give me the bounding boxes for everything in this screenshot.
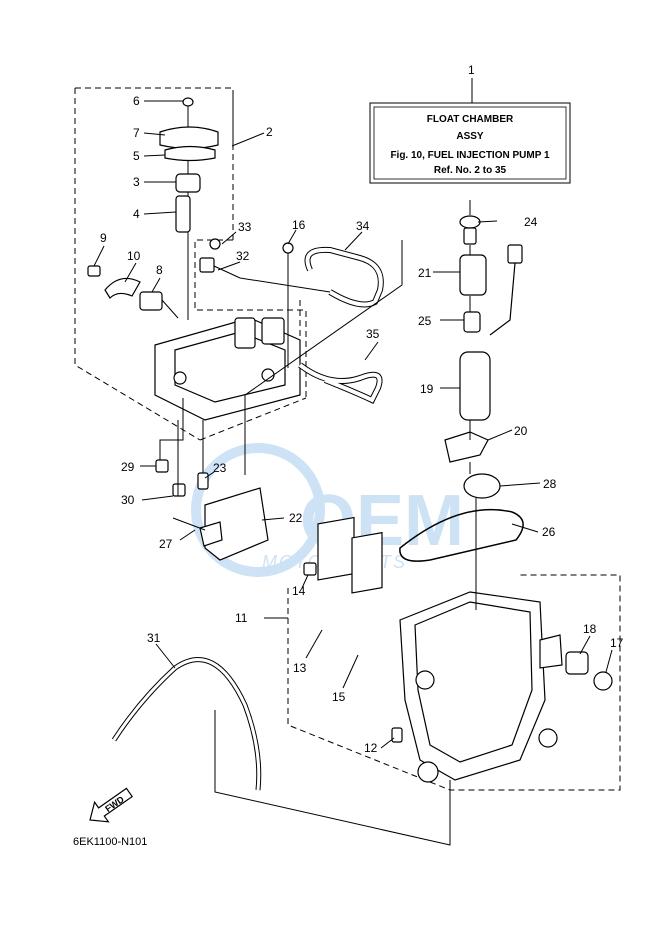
callout-1: 1 (468, 63, 475, 77)
callout-9: 9 (100, 231, 107, 245)
callout-28: 28 (543, 477, 557, 491)
callout-7: 7 (133, 126, 140, 140)
callout-32: 32 (236, 249, 250, 263)
callout-8: 8 (156, 263, 163, 277)
callout-35: 35 (366, 327, 380, 341)
callout-33: 33 (238, 220, 252, 234)
lower-left-parts (155, 459, 269, 561)
callout-31: 31 (147, 631, 161, 645)
callout-30: 30 (121, 493, 135, 507)
callout-24: 24 (524, 215, 538, 229)
callout-25: 25 (418, 314, 432, 328)
title-line3: Fig. 10, FUEL INJECTION PUMP 1 (390, 150, 550, 161)
callout-34: 34 (356, 219, 370, 233)
callout-labels: 6 7 5 3 4 2 9 10 8 33 16 32 34 35 24 21 … (100, 94, 624, 755)
hose-31 (111, 657, 451, 846)
callout-11: 11 (235, 611, 248, 625)
connector-lines (159, 200, 477, 610)
callout-15: 15 (332, 690, 346, 704)
callout-4: 4 (133, 207, 140, 221)
title-line4: Ref. No. 2 to 35 (434, 165, 507, 176)
callout-18: 18 (583, 622, 597, 636)
callout-26: 26 (542, 525, 556, 539)
callout-3: 3 (133, 175, 140, 189)
callout-12: 12 (364, 741, 378, 755)
left-small-parts (87, 265, 179, 319)
title-box: 1 FLOAT CHAMBER ASSY Fig. 10, FUEL INJEC… (369, 63, 571, 184)
title-line1: FLOAT CHAMBER (427, 114, 514, 125)
callout-27: 27 (159, 537, 173, 551)
callout-19: 19 (420, 382, 434, 396)
hoses (298, 246, 384, 404)
float-chamber-body (303, 516, 613, 783)
diagram-code: 6EK1100-N101 (73, 836, 147, 848)
cap-assembly (159, 97, 219, 320)
title-line2: ASSY (456, 131, 484, 142)
callout-22: 22 (289, 511, 303, 525)
callout-5: 5 (133, 149, 140, 163)
callout-14: 14 (292, 584, 306, 598)
callout-6: 6 (133, 94, 140, 108)
callout-10: 10 (127, 249, 141, 263)
callout-leaders (93, 100, 613, 749)
pump-stack (444, 215, 523, 499)
callout-20: 20 (514, 424, 528, 438)
gasket (399, 508, 524, 562)
fwd-arrow: FWD (89, 787, 134, 823)
callout-23: 23 (213, 461, 227, 475)
callout-13: 13 (293, 661, 307, 675)
pump-body-upper (154, 317, 301, 421)
callout-17: 17 (610, 636, 624, 650)
callout-16: 16 (292, 218, 306, 232)
callout-2: 2 (266, 125, 273, 139)
top-bolts (199, 238, 331, 368)
callout-21: 21 (418, 266, 432, 280)
callout-29: 29 (121, 460, 135, 474)
